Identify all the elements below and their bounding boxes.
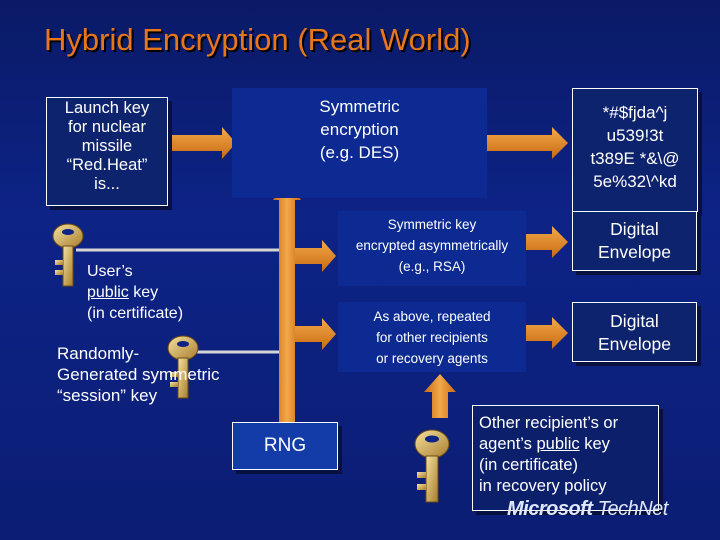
arrow-session-to-asabove: [295, 318, 336, 350]
text-line: User’s: [87, 263, 133, 280]
text-line: Other recipient’s or: [479, 414, 619, 432]
agent-word: agent’s: [479, 435, 537, 453]
text-line: (e.g., RSA): [398, 259, 466, 274]
underlined-public: public: [536, 435, 580, 453]
logo-microsoft: Microsoft: [507, 498, 593, 520]
page-title: Hybrid Encryption (Real World): [44, 22, 471, 57]
text-line: 5e%32\^kd: [593, 172, 677, 191]
key-icon: [414, 429, 450, 503]
key-icon: [167, 335, 199, 399]
text-line: (in certificate): [479, 456, 579, 474]
text-line: Digital: [610, 219, 659, 239]
key-word: key: [128, 284, 159, 301]
rng-box: RNG: [232, 422, 338, 470]
underlined-public: public: [87, 284, 129, 301]
session-key-label: Randomly- Generated symmetric “session” …: [57, 343, 220, 406]
text-line: t389E *&\@: [590, 149, 680, 168]
text-line: encryption: [320, 120, 399, 139]
text-line: in recovery policy: [479, 477, 607, 495]
user-public-key-label: User’s public key (in certificate): [87, 261, 183, 324]
logo-technet: TechNet: [597, 498, 669, 520]
text-line: or recovery agents: [376, 351, 488, 366]
text-line: Generated symmetric: [57, 365, 220, 384]
key-icon: [52, 223, 84, 287]
text-line: Envelope: [598, 242, 671, 262]
launch-key-box: Launch key for nuclear missile “Red.Heat…: [46, 97, 168, 206]
text-line: Digital: [610, 311, 659, 331]
text-line: (e.g. DES): [319, 143, 400, 162]
ciphertext-box: *#$fjda^j u539!3t t389E *&\@ 5e%32\^kd: [572, 88, 698, 212]
key-word: key: [579, 435, 610, 453]
text-line: Envelope: [598, 334, 671, 354]
arrow-rng-up: [273, 182, 301, 422]
text-line: for nuclear: [68, 118, 146, 136]
digital-envelope-1: Digital Envelope: [572, 211, 697, 271]
text-line: public key: [87, 282, 183, 303]
text-line: Symmetric key: [387, 217, 477, 232]
repeated-recipients-box: As above, repeated for other recipients …: [338, 302, 526, 372]
arrow-asabove-to-envelope: [526, 317, 568, 349]
arrow-symmetric-to-ciphertext: [487, 127, 568, 159]
digital-envelope-2: Digital Envelope: [572, 302, 697, 362]
text-line: u539!3t: [606, 126, 664, 145]
arrow-symkey-to-envelope: [526, 226, 568, 258]
arrow-other-up: [424, 374, 456, 418]
text-line: encrypted asymmetrically: [355, 238, 509, 253]
text-line: is...: [94, 175, 120, 193]
text-line: missile: [81, 137, 133, 155]
text-line: agent’s public key: [479, 434, 653, 455]
arrow-launch-to-symmetric: [168, 127, 236, 159]
text-line: As above, repeated: [373, 309, 491, 324]
text-line: Symmetric: [319, 97, 400, 116]
text-line: Launch key: [64, 99, 150, 117]
other-recipient-box: Other recipient’s or agent’s public key …: [472, 405, 659, 511]
text-line: “Red.Heat”: [66, 156, 148, 174]
text-line: *#$fjda^j: [602, 103, 668, 122]
arrow-session-to-symkey: [295, 240, 336, 272]
text-line: for other recipients: [376, 330, 488, 345]
text-line: “session” key: [57, 386, 158, 405]
symmetric-encryption-box: Symmetric encryption (e.g. DES): [232, 88, 487, 198]
text-line: Randomly-: [57, 344, 140, 363]
text-line: (in certificate): [87, 305, 184, 322]
microsoft-technet-logo: Microsoft TechNet: [507, 498, 668, 521]
symmetric-key-rsa-box: Symmetric key encrypted asymmetrically (…: [338, 211, 526, 286]
